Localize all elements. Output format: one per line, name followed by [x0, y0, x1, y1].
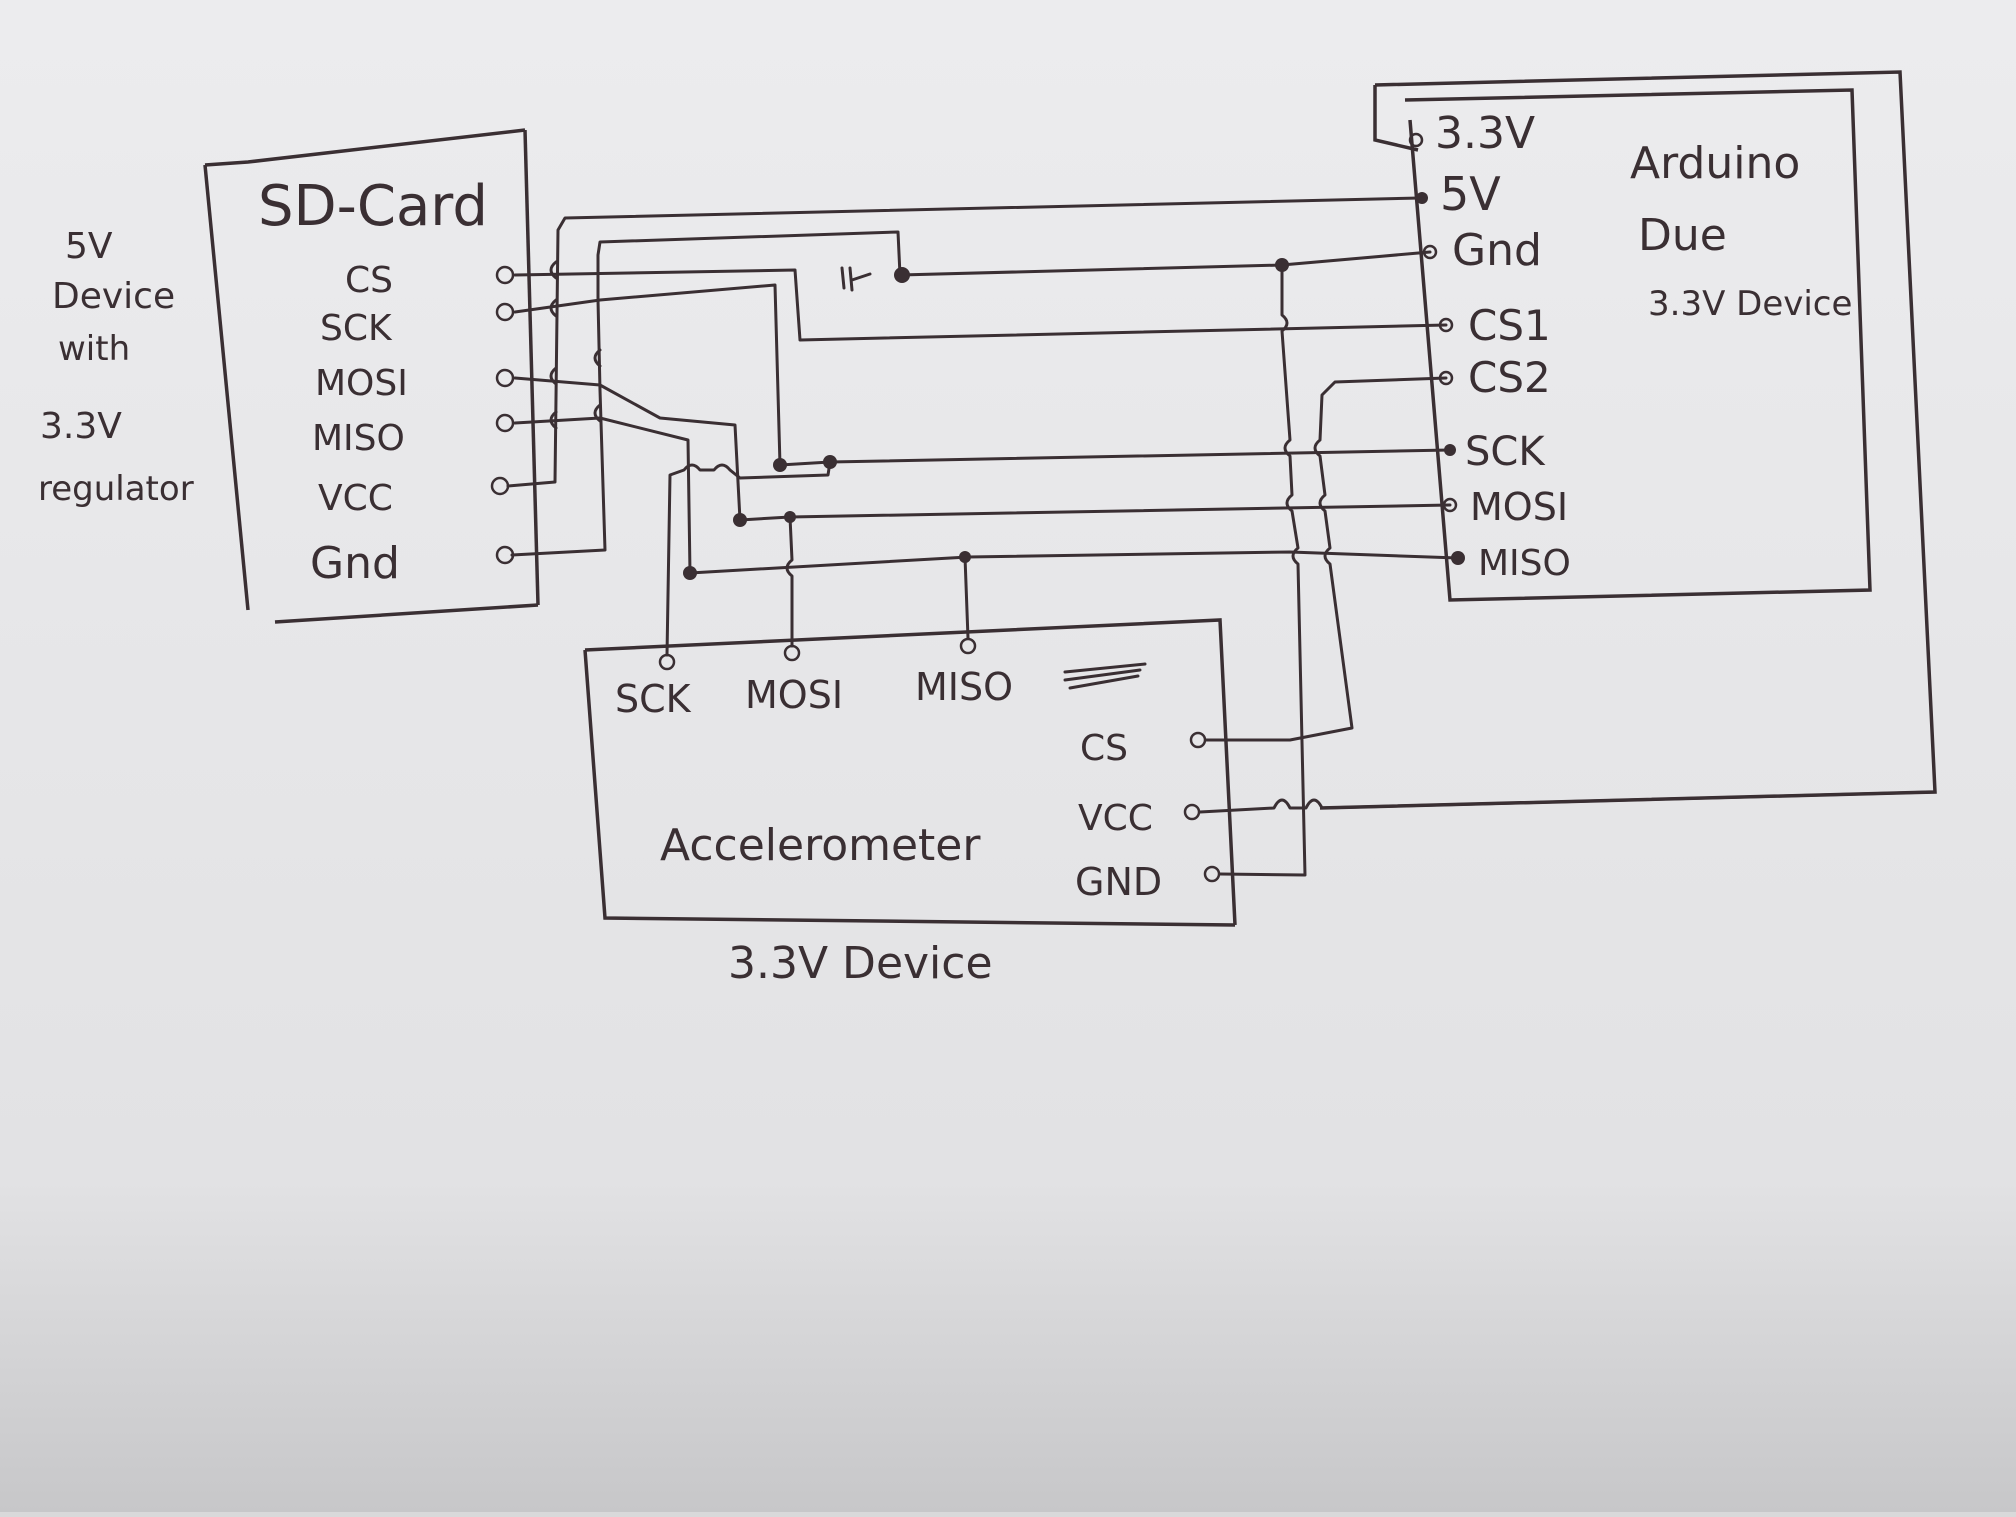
wire-miso-to-accel — [963, 555, 970, 640]
arduino-pin-label-miso: MISO — [1478, 543, 1571, 584]
sd-card-note-line-3: with — [58, 329, 130, 369]
accelerometer-subtitle: 3.3V Device — [728, 938, 993, 989]
junction-miso-2 — [959, 551, 971, 563]
wire-cs1-to-sd-cs — [513, 268, 1448, 342]
sd-card-box-right — [523, 129, 540, 606]
arduino-pin-label-sck: SCK — [1465, 429, 1546, 475]
arduino-pin-label-3v3: 3.3V — [1435, 108, 1535, 159]
sd-card-box-left — [203, 164, 250, 611]
wire-miso-to-sd — [513, 416, 692, 575]
wire-miso-main — [688, 550, 1460, 575]
sd-card-box-top — [204, 128, 526, 167]
arduino-pin-label-5v: 5V — [1440, 167, 1501, 221]
sd-pin-label-miso: MISO — [312, 418, 405, 459]
arduino-pin-label-cs1: CS1 — [1468, 301, 1551, 350]
junction-sck-2 — [773, 458, 787, 472]
accelerometer-title: Accelerometer — [660, 820, 981, 871]
capacitor-symbol — [840, 266, 872, 292]
wire-sck-to-accel — [665, 460, 832, 657]
sd-pin-label-sck: SCK — [320, 308, 393, 349]
wire-gnd-to-sd-gnd — [510, 230, 902, 557]
wire-gnd-crossings — [593, 348, 602, 423]
wire-5v-to-sd-vcc — [506, 196, 1422, 488]
sd-pin-label-gnd: Gnd — [310, 538, 400, 589]
sd-pin-mosi — [495, 368, 515, 388]
wire-gnd-to-accel-gnd — [1218, 263, 1307, 877]
sd-card-title: SD-Card — [258, 174, 488, 239]
accelerometer-box-top-right — [584, 618, 1237, 926]
arduino-box-inner — [1404, 88, 1872, 602]
sd-pin-sck — [495, 302, 515, 322]
sd-pin-cs — [495, 265, 515, 285]
wire-mosi-to-sd — [513, 376, 742, 522]
wire-cs2-to-accel-cs — [1204, 376, 1448, 742]
arduino-pin-5v — [1416, 192, 1428, 204]
accel-pin-label-mosi: MOSI — [745, 673, 843, 717]
arduino-due-module: Arduino Due 3.3V Device 3.3V 5V Gnd CS1 … — [1319, 70, 1937, 810]
scribbled-out-text — [1063, 662, 1147, 690]
sd-pin-miso — [495, 413, 515, 433]
accel-pin-label-miso: MISO — [915, 665, 1013, 709]
sd-card-box-bottom — [274, 603, 539, 624]
arduino-pin-label-mosi: MOSI — [1470, 485, 1568, 529]
sd-pin-label-mosi: MOSI — [315, 363, 408, 404]
arduino-3v3-loop — [1373, 85, 1419, 152]
accelerometer-module: Accelerometer 3.3V Device SCK MOSI MISO … — [583, 618, 1237, 989]
sd-pin-label-vcc: VCC — [318, 478, 393, 519]
junction-mosi-2 — [784, 511, 796, 523]
wire-sck-to-sd — [513, 283, 782, 467]
arduino-title-line-2: Due — [1638, 210, 1727, 261]
accel-pin-label-cs: CS — [1080, 728, 1128, 769]
accel-pin-label-gnd: GND — [1075, 860, 1162, 904]
sd-card-note-line-4: 3.3V — [40, 406, 122, 447]
arduino-title-line-1: Arduino — [1630, 138, 1800, 189]
junction-gnd-capacitor — [894, 267, 910, 283]
wire-3v3-to-accel-vcc — [1198, 790, 1937, 814]
sd-card-module: SD-Card 5V Device with 3.3V regulator CS… — [38, 128, 540, 624]
sd-card-note-line-1: 5V — [65, 226, 113, 267]
wires — [506, 196, 1937, 877]
sd-pin-label-cs: CS — [345, 260, 393, 301]
arduino-pin-label-cs2: CS2 — [1468, 353, 1551, 402]
accel-pin-label-sck: SCK — [615, 677, 692, 721]
accelerometer-box-left-bottom — [583, 649, 1236, 927]
arduino-subtitle: 3.3V Device — [1648, 284, 1852, 324]
arduino-pin-label-gnd: Gnd — [1452, 225, 1542, 276]
accel-pin-label-vcc: VCC — [1078, 798, 1153, 839]
sd-card-note-line-2: Device — [52, 276, 175, 317]
sd-card-note-line-5: regulator — [38, 469, 194, 509]
arduino-pin-3v3 — [1408, 132, 1424, 148]
